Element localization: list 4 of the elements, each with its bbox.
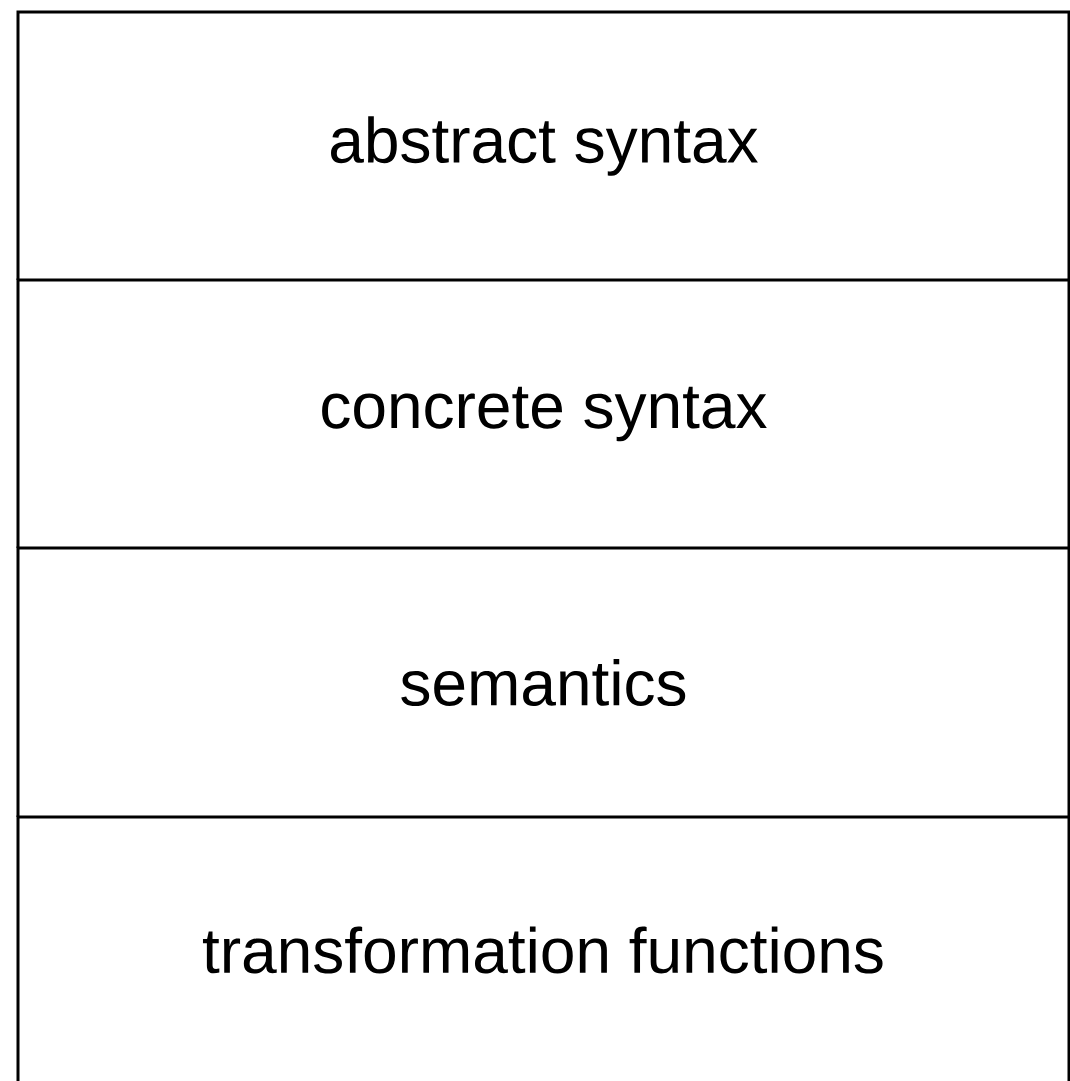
layer-box: semantics xyxy=(16,546,1070,817)
layer-box: abstract syntax xyxy=(16,10,1070,280)
layer-box: transformation functions xyxy=(16,815,1070,1081)
layer-box: concrete syntax xyxy=(16,278,1070,548)
